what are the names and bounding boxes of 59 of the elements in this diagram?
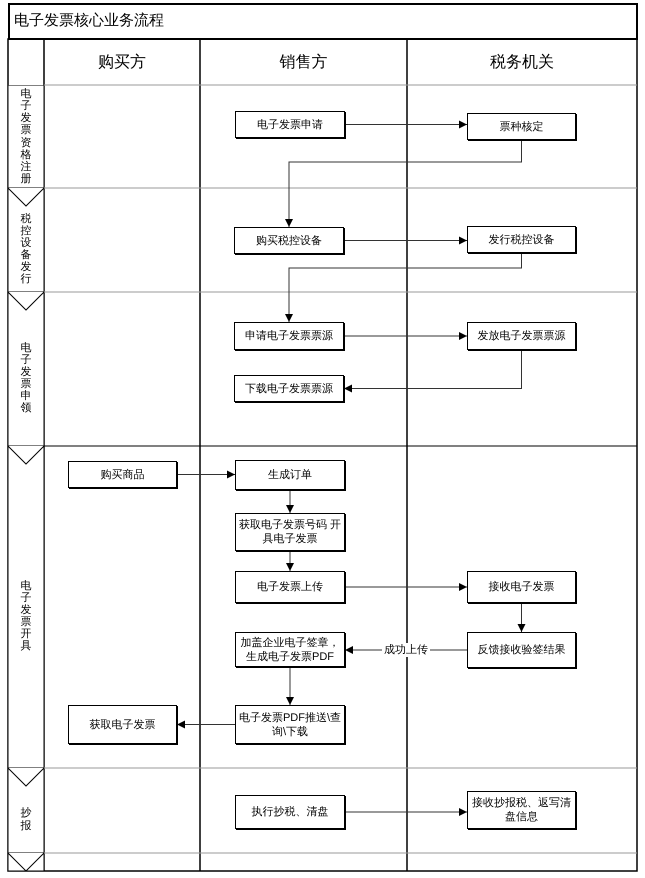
box-label: 电子发票申请 [257, 118, 323, 132]
process-box [235, 705, 345, 744]
phase-label: 电子发票开具 [20, 580, 32, 652]
box-label: 执行抄税、清盘 [252, 805, 328, 819]
process-box [234, 227, 344, 254]
diagram-title: 电子发票核心业务流程 [8, 3, 638, 40]
process-box [467, 571, 576, 603]
arrow [286, 490, 294, 514]
box-label: 获取电子发票 [90, 718, 156, 732]
process-box [467, 632, 576, 668]
process-box [235, 513, 345, 551]
box-label: 申请电子发票票源 [245, 329, 333, 343]
box-label: 生成订单 [268, 468, 312, 482]
box-label: 购买商品 [100, 468, 144, 482]
phase-label: 电子发票申领 [20, 342, 32, 414]
phase-label: 抄报 [20, 807, 32, 832]
arrow [344, 236, 468, 244]
process-box [234, 375, 344, 402]
process-box [467, 322, 576, 350]
box-label: 发行税控设备 [488, 232, 554, 246]
arrow [344, 120, 468, 128]
box-label: 票种核定 [500, 120, 544, 134]
process-box [235, 795, 345, 829]
process-box [467, 226, 576, 253]
arrow [286, 550, 294, 572]
arrow [286, 666, 294, 706]
arrow [344, 583, 468, 591]
process-box [68, 461, 177, 488]
box-label: 接收抄报税、返写清盘信息 [471, 796, 572, 824]
arrow [344, 808, 468, 816]
box-label: 反馈接收验签结果 [478, 643, 566, 657]
box-label: 购买税控设备 [256, 234, 322, 248]
phase-label: 电子发票资格注册 [20, 88, 32, 185]
process-box [68, 705, 177, 744]
process-box [235, 111, 345, 138]
box-label: 加盖企业电子签章，生成电子发票PDF [240, 636, 340, 664]
arrow [518, 602, 526, 632]
box-label: 接收电子发票 [488, 580, 554, 594]
box-label: 电子发票上传 [257, 580, 323, 594]
box-label: 发放电子发票票源 [478, 329, 566, 343]
arrow [285, 140, 522, 228]
arrow [176, 470, 236, 478]
arrow [285, 252, 522, 322]
process-box [235, 460, 345, 490]
lane-header: 销售方 [280, 52, 328, 72]
lane-header: 购买方 [98, 52, 146, 72]
box-label: 电子发票PDF推送\查询\下载 [238, 710, 342, 738]
phase-label: 税控设备发行 [20, 212, 32, 286]
arrow [344, 350, 522, 392]
box-label: 获取电子发票号码 开具电子发票 [238, 518, 342, 546]
edge-label: 成功上传 [382, 643, 430, 657]
process-box [467, 113, 576, 140]
process-box [234, 322, 344, 350]
process-box [467, 791, 576, 829]
box-label: 下载电子发票票源 [245, 382, 333, 396]
lane-header: 税务机关 [490, 52, 554, 72]
arrow [344, 332, 468, 340]
arrow [176, 720, 236, 728]
process-box [235, 571, 345, 603]
